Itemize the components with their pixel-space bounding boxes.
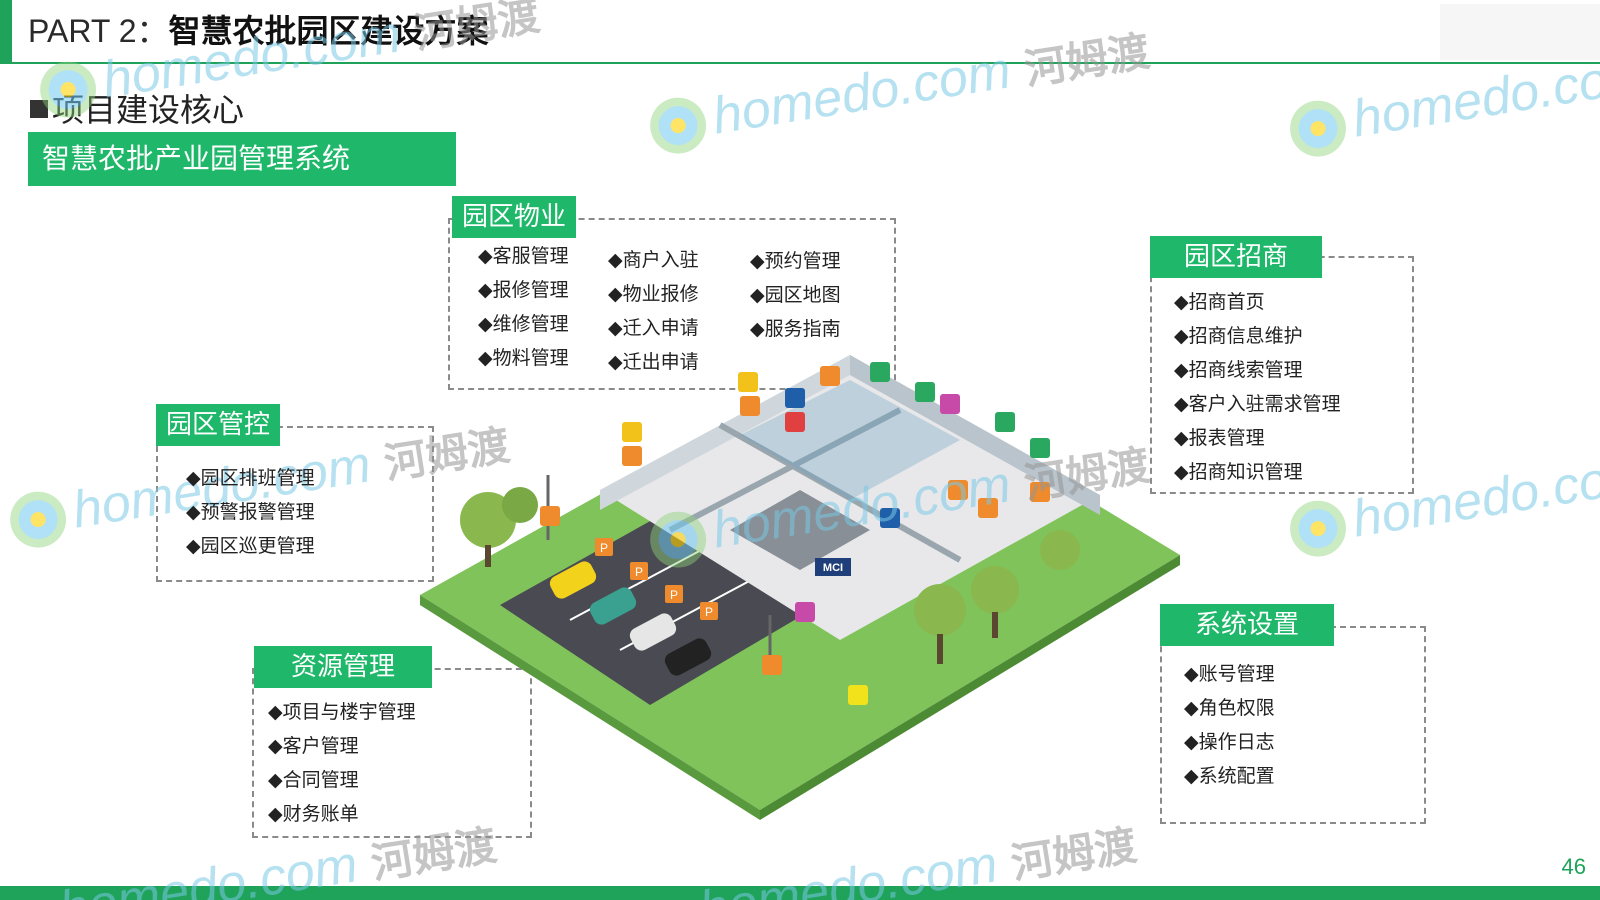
page-number: 46 (1561, 854, 1586, 879)
footer-bar (0, 886, 1600, 900)
property-item: ◆园区地图 (750, 284, 841, 306)
section-heading-text: 项目建设核心 (52, 91, 245, 129)
parking-sign-label: P (635, 565, 643, 579)
room-office (740, 380, 960, 500)
investment-item: ◆招商首页 (1174, 291, 1265, 313)
building-signboard (815, 558, 851, 576)
room-server (730, 490, 870, 570)
building-wall-right (850, 355, 1100, 515)
title-topic: 智慧农批园区建设方案 (168, 12, 489, 50)
header-accent-bar (0, 0, 12, 64)
tree-trunk (992, 612, 998, 638)
floating-icons (540, 362, 1050, 705)
watermark-cn: 河姆渡 (1021, 27, 1153, 94)
system-label: 智慧农批产业园管理系统 (28, 132, 456, 186)
tree (971, 566, 1019, 614)
square-bullet-icon (30, 100, 48, 118)
tree (460, 492, 516, 548)
parking-sign-label: P (600, 541, 608, 555)
property-item: ◆迁入申请 (608, 317, 699, 339)
park-illustration: P P P P MCI (420, 355, 1180, 820)
control-title: 园区管控 (156, 404, 281, 446)
parking-sign-label: P (670, 588, 678, 602)
property-item: ◆物业报修 (608, 283, 699, 305)
parking-sign-label: P (705, 605, 713, 619)
resources-item: ◆合同管理 (268, 769, 359, 791)
watermark-flower-icon (1286, 96, 1351, 161)
settings-item: ◆操作日志 (1184, 731, 1275, 753)
resources-title: 资源管理 (254, 646, 432, 688)
watermark-cn: 河姆渡 (1007, 821, 1140, 888)
settings-item: ◆系统配置 (1184, 765, 1275, 787)
property-item: ◆客服管理 (478, 245, 569, 267)
watermark-flower-icon (1286, 496, 1351, 561)
property-item: ◆报修管理 (478, 279, 569, 301)
resources-item: ◆财务账单 (268, 803, 359, 825)
watermark: homedo.com (1285, 43, 1600, 161)
property-item: ◆商户入驻 (608, 249, 699, 271)
investment-item: ◆招商信息维护 (1174, 325, 1303, 347)
tree (1040, 530, 1080, 570)
property-item: ◆服务指南 (750, 318, 841, 340)
investment-title: 园区招商 (1150, 236, 1322, 278)
resources-item: ◆项目与楼宇管理 (268, 701, 416, 723)
control-item: ◆预警报警管理 (186, 501, 315, 523)
section-heading: 项目建设核心 (30, 90, 244, 130)
control-item: ◆园区巡更管理 (186, 535, 315, 557)
watermark-latin: homedo.com (708, 41, 1015, 146)
lawn-edge-right (760, 555, 1180, 820)
investment-item: ◆招商知识管理 (1174, 461, 1303, 483)
watermark-flower-icon (6, 487, 71, 552)
property-box (448, 218, 896, 390)
investment-item: ◆客户入驻需求管理 (1174, 393, 1341, 415)
tree-trunk (485, 545, 491, 567)
settings-item: ◆角色权限 (1184, 697, 1275, 719)
car-yellow (549, 561, 597, 599)
control-item: ◆园区排班管理 (186, 467, 315, 489)
building-signboard-text: MCI (823, 562, 843, 574)
property-item: ◆维修管理 (478, 313, 569, 335)
property-item: ◆迁出申请 (608, 351, 699, 373)
settings-title: 系统设置 (1160, 604, 1334, 646)
tree-trunk (937, 634, 943, 664)
title-part: PART 2： (28, 13, 169, 49)
car-white (629, 613, 677, 651)
property-item: ◆预约管理 (750, 250, 841, 272)
watermark-flower-icon (646, 93, 711, 158)
investment-item: ◆报表管理 (1174, 427, 1265, 449)
tree (502, 487, 538, 523)
car-teal (589, 587, 637, 625)
header-placeholder-box (1440, 4, 1600, 60)
resources-item: ◆客户管理 (268, 735, 359, 757)
property-title: 园区物业 (452, 196, 577, 238)
property-item: ◆物料管理 (478, 347, 569, 369)
investment-item: ◆招商线索管理 (1174, 359, 1303, 381)
page-title: PART 2：智慧农批园区建设方案 (28, 10, 489, 52)
car-black (664, 638, 712, 676)
settings-item: ◆账号管理 (1184, 663, 1275, 685)
lawn-edge-left (420, 595, 760, 820)
interior-wall (718, 422, 962, 563)
tree (914, 584, 966, 636)
control-box (156, 426, 434, 582)
watermark: homedo.com 河姆渡 (645, 17, 1154, 158)
header-divider (12, 62, 1600, 64)
parking-sign-group (595, 538, 718, 620)
